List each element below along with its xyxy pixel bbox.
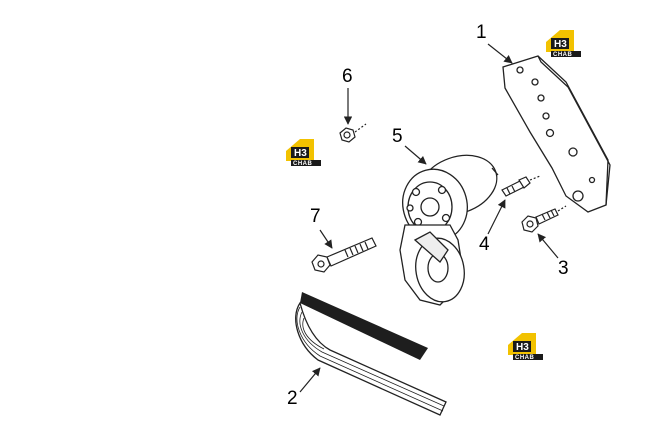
watermark-logo-sub: CHAB — [515, 355, 534, 361]
watermark-logo: H3 CHAB — [286, 139, 321, 167]
callout-2-label: 2 — [287, 388, 298, 409]
watermark-logo: H3 CHAB — [546, 30, 581, 58]
callout-5: 5 — [392, 126, 427, 165]
part-4-bolt — [501, 175, 541, 197]
part-6-nut — [339, 123, 367, 143]
part-3-bolt — [521, 205, 567, 233]
watermark-logo: H3 CHAB — [508, 333, 543, 361]
callout-2: 2 — [287, 367, 321, 409]
part-2-belt — [295, 292, 447, 416]
watermark-logo-sub: CHAB — [553, 52, 572, 58]
callout-4: 4 — [479, 199, 506, 255]
callout-5-label: 5 — [392, 126, 403, 147]
callout-3: 3 — [537, 233, 569, 279]
watermark-logo-text: H3 — [294, 148, 307, 159]
watermark-logo-text: H3 — [516, 342, 529, 353]
callout-7-label: 7 — [310, 206, 321, 227]
callout-4-label: 4 — [479, 234, 490, 255]
callout-7: 7 — [310, 206, 333, 249]
watermark-logo-sub: CHAB — [293, 161, 312, 167]
part-7-bolt — [311, 237, 377, 273]
callout-1: 1 — [476, 22, 513, 64]
watermark-logo-text: H3 — [554, 39, 567, 50]
callout-6: 6 — [342, 66, 353, 125]
part-1-bracket — [502, 55, 611, 213]
callout-6-label: 6 — [342, 66, 353, 87]
part-5-tensioner — [399, 154, 499, 306]
callout-3-label: 3 — [558, 258, 569, 279]
callout-1-label: 1 — [476, 22, 487, 43]
